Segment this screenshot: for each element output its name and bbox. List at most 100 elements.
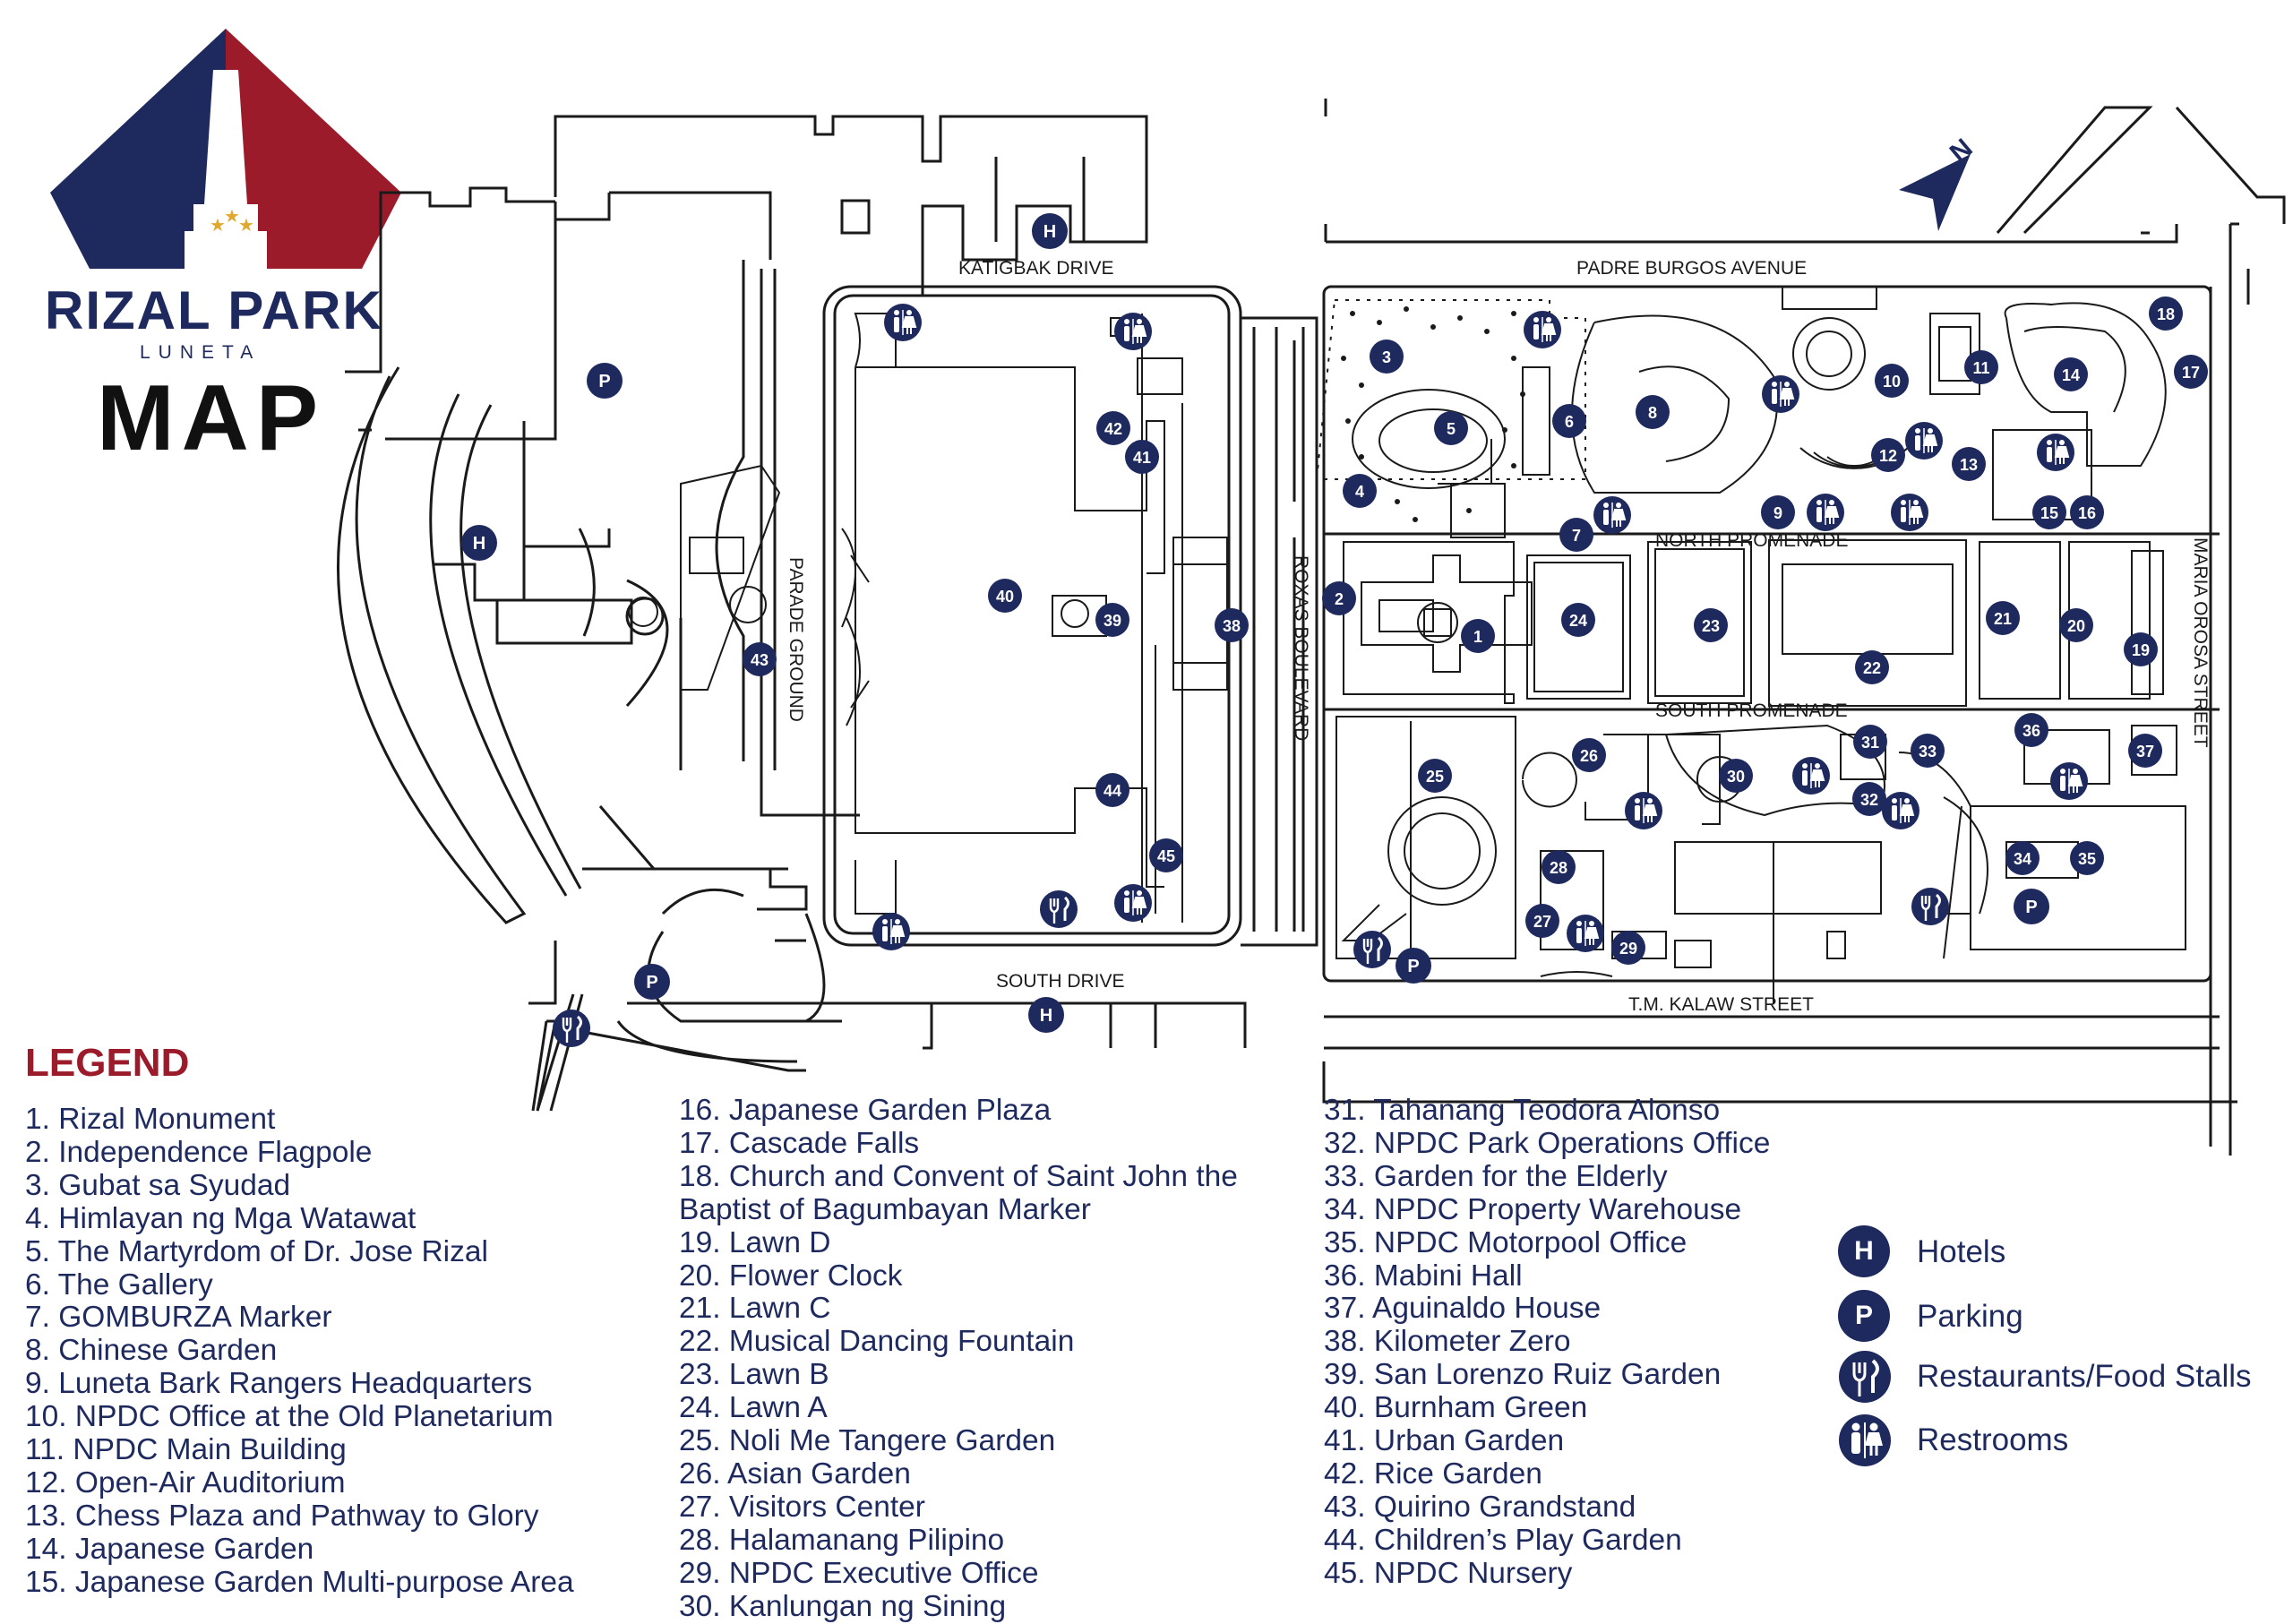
hotel-marker-top: H (1032, 213, 1068, 249)
restroom-icon (1890, 493, 1929, 532)
legend-item: 12. Open-Air Auditorium (25, 1465, 346, 1499)
marker-13: 13 (1952, 447, 1986, 481)
legend-item: 38. Kilometer Zero (1324, 1325, 1571, 1359)
restroom-icon (1624, 791, 1663, 830)
svg-text:30: 30 (1727, 768, 1745, 786)
marker-33: 33 (1911, 734, 1945, 768)
legend-item: 31. Tahanang Teodora Alonso (1324, 1094, 1721, 1127)
legend-item: 19. Lawn D (679, 1225, 831, 1259)
restroom-icon (1806, 493, 1845, 532)
legend-item: 11. NPDC Main Building (25, 1433, 347, 1467)
legend-item: 30. Kanlungan ng Sining (679, 1589, 1007, 1623)
svg-text:13: 13 (1960, 456, 1978, 474)
marker-31: 31 (1853, 725, 1887, 759)
svg-text:8: 8 (1648, 404, 1657, 422)
svg-text:P: P (646, 973, 657, 992)
marker-22: 22 (1855, 650, 1889, 684)
legend-column-2: 16. Japanese Garden Plaza 17. Cascade Fa… (679, 1094, 1306, 1624)
marker-8: 8 (1636, 395, 1670, 429)
legend-item: 15. Japanese Garden Multi-purpose Area (25, 1565, 574, 1599)
legend-item: 1. Rizal Monument (25, 1103, 276, 1136)
street-padre-burgos-avenue: PADRE BURGOS AVENUE (1576, 258, 1807, 279)
svg-text:1: 1 (1473, 628, 1482, 646)
svg-text:3: 3 (1382, 348, 1391, 366)
legend-item: 3. Gubat sa Syudad (25, 1168, 291, 1202)
marker-28: 28 (1542, 850, 1576, 884)
brand-subtitle: LUNETA (140, 342, 262, 363)
marker-4: 4 (1343, 474, 1377, 508)
marker-9: 9 (1761, 495, 1795, 529)
svg-text:29: 29 (1619, 940, 1637, 958)
legend-item: 14. Japanese Garden (25, 1532, 314, 1566)
svg-text:20: 20 (2067, 617, 2085, 635)
svg-text:36: 36 (2022, 722, 2040, 740)
street-maria-orosa: MARIA OROSA STREET (2190, 537, 2211, 748)
svg-text:6: 6 (1565, 413, 1574, 431)
svg-text:40: 40 (996, 588, 1014, 606)
fork-knife-icon (1038, 889, 1079, 930)
legend-item: 18. Church and Convent of Saint John the… (679, 1159, 1238, 1226)
marker-36: 36 (2014, 713, 2048, 747)
marker-26: 26 (1572, 738, 1606, 772)
svg-text:33: 33 (1919, 743, 1937, 760)
marker-3: 3 (1370, 339, 1404, 374)
marker-38: 38 (1215, 608, 1249, 642)
legend-item: 39. San Lorenzo Ruiz Garden (1324, 1358, 1722, 1392)
restroom-icon (2049, 761, 2089, 801)
legend-item: 8. Chinese Garden (25, 1334, 278, 1368)
brand-title: RIZAL PARK (45, 280, 383, 340)
restroom-icon (883, 303, 923, 342)
marker-29: 29 (1611, 931, 1645, 965)
legend-item: 16. Japanese Garden Plaza (679, 1094, 1052, 1127)
svg-text:H: H (473, 534, 485, 554)
legend-item: 13. Chess Plaza and Pathway to Glory (25, 1499, 539, 1533)
legend-item: 43. Quirino Grandstand (1324, 1490, 1636, 1524)
legend-item: 24. Lawn A (679, 1391, 828, 1425)
marker-24: 24 (1561, 603, 1595, 637)
marker-16: 16 (2070, 495, 2104, 529)
street-parade-ground: PARADE GROUND (786, 557, 806, 722)
marker-15: 15 (2032, 495, 2066, 529)
restroom-icon (2036, 433, 2075, 472)
street-north-promenade: NORTH PROMENADE (1655, 530, 1848, 551)
marker-41: 41 (1125, 440, 1159, 474)
marker-11: 11 (1964, 350, 1998, 384)
street-south-promenade: SOUTH PROMENADE (1655, 700, 1848, 721)
fork-knife-icon (1839, 1351, 1891, 1403)
parking-marker-right: P (2014, 889, 2049, 924)
legend-item: 36. Mabini Hall (1324, 1259, 1523, 1293)
svg-text:44: 44 (1104, 782, 1121, 800)
legend-item: 7. GOMBURZA Marker (25, 1301, 332, 1335)
svg-text:38: 38 (1223, 617, 1241, 635)
tree-dots (1341, 306, 1539, 522)
marker-42: 42 (1096, 411, 1130, 445)
svg-text:15: 15 (2040, 504, 2058, 522)
legend-title: LEGEND (25, 1041, 190, 1085)
legend-item: 41. Urban Garden (1324, 1424, 1565, 1458)
key-label: Restaurants/Food Stalls (1917, 1359, 2252, 1394)
svg-text:9: 9 (1773, 504, 1782, 522)
legend-item: 37. Aguinaldo House (1324, 1292, 1602, 1326)
hotel-icon: H (1838, 1225, 1890, 1277)
key-parking: P Parking (1838, 1290, 2286, 1344)
restroom-icon (1881, 791, 1920, 830)
svg-text:21: 21 (1994, 610, 2012, 628)
marker-32: 32 (1852, 782, 1886, 816)
svg-text:26: 26 (1580, 747, 1598, 765)
restroom-icon (1566, 914, 1605, 953)
fork-knife-icon (1910, 886, 1951, 927)
legend-item: 34. NPDC Property Warehouse (1324, 1192, 1742, 1226)
svg-text:H: H (1040, 1006, 1052, 1026)
marker-5: 5 (1434, 411, 1468, 445)
legend-column-1: 1. Rizal Monument 2. Independence Flagpo… (25, 1103, 670, 1600)
marker-40: 40 (988, 579, 1022, 613)
marker-2: 2 (1322, 581, 1356, 615)
legend-column-3: 31. Tahanang Teodora Alonso 32. NPDC Par… (1324, 1094, 1879, 1591)
legend-item: 29. NPDC Executive Office (679, 1556, 1039, 1590)
marker-17: 17 (2174, 355, 2208, 389)
svg-text:5: 5 (1447, 420, 1456, 438)
legend-item: 20. Flower Clock (679, 1259, 903, 1293)
key-hotels: H Hotels (1838, 1225, 2286, 1279)
legend-item: 33. Garden for the Elderly (1324, 1159, 1668, 1193)
street-roxas-boulevard: ROXAS BOULEVARD (1291, 555, 1311, 741)
